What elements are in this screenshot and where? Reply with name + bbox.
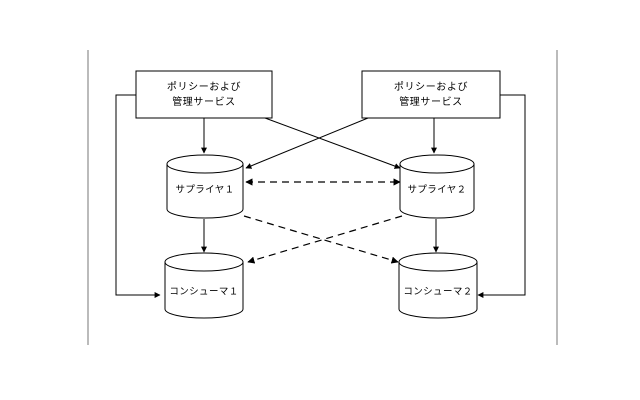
supplier-2-cylinder-body: [399, 163, 475, 219]
consumer-1-label: コンシューマ１: [169, 287, 238, 298]
supplier-1-cylinder-body: [166, 163, 244, 219]
node-consumer-1[interactable]: コンシューマ１: [164, 252, 244, 319]
node-policy-service-right[interactable]: ポリシーおよび 管理サービス: [361, 70, 501, 119]
policy-service-left-label-line2: 管理サービス: [172, 95, 236, 108]
supplier-2-label: サプライヤ２: [407, 185, 466, 196]
consumer-2-label: コンシューマ２: [403, 287, 472, 298]
supplier-1-label: サプライヤ１: [175, 185, 234, 196]
edge-right-policy-to-consumer2: [477, 94, 526, 298]
supplier-1-cylinder-top: [166, 154, 244, 174]
policy-service-right-box: [361, 70, 501, 119]
supplier-2-cylinder-top: [399, 154, 475, 174]
edge-supplier1-to-consumer2: [243, 215, 399, 264]
policy-service-left-label-line1: ポリシーおよび: [167, 81, 241, 93]
node-supplier-2[interactable]: サプライヤ２: [399, 154, 475, 219]
consumer-1-cylinder-body: [164, 261, 244, 319]
policy-service-right-label-line2: 管理サービス: [399, 95, 463, 108]
consumer-1-cylinder-top: [164, 252, 244, 272]
policy-service-right-label-line1: ポリシーおよび: [394, 81, 468, 93]
consumer-2-cylinder-body: [398, 261, 478, 319]
node-policy-service-left[interactable]: ポリシーおよび 管理サービス: [135, 70, 273, 119]
edge-supplier2-to-consumer1: [247, 215, 403, 264]
policy-service-left-box: [135, 70, 273, 119]
edge-left-policy-to-consumer1: [115, 94, 161, 298]
edge-left-policy-to-supplier2: [264, 117, 401, 169]
consumer-2-cylinder-top: [398, 252, 478, 272]
edge-right-policy-to-supplier1: [245, 117, 369, 169]
node-consumer-2[interactable]: コンシューマ２: [398, 252, 478, 319]
node-supplier-1[interactable]: サプライヤ１: [166, 154, 244, 219]
